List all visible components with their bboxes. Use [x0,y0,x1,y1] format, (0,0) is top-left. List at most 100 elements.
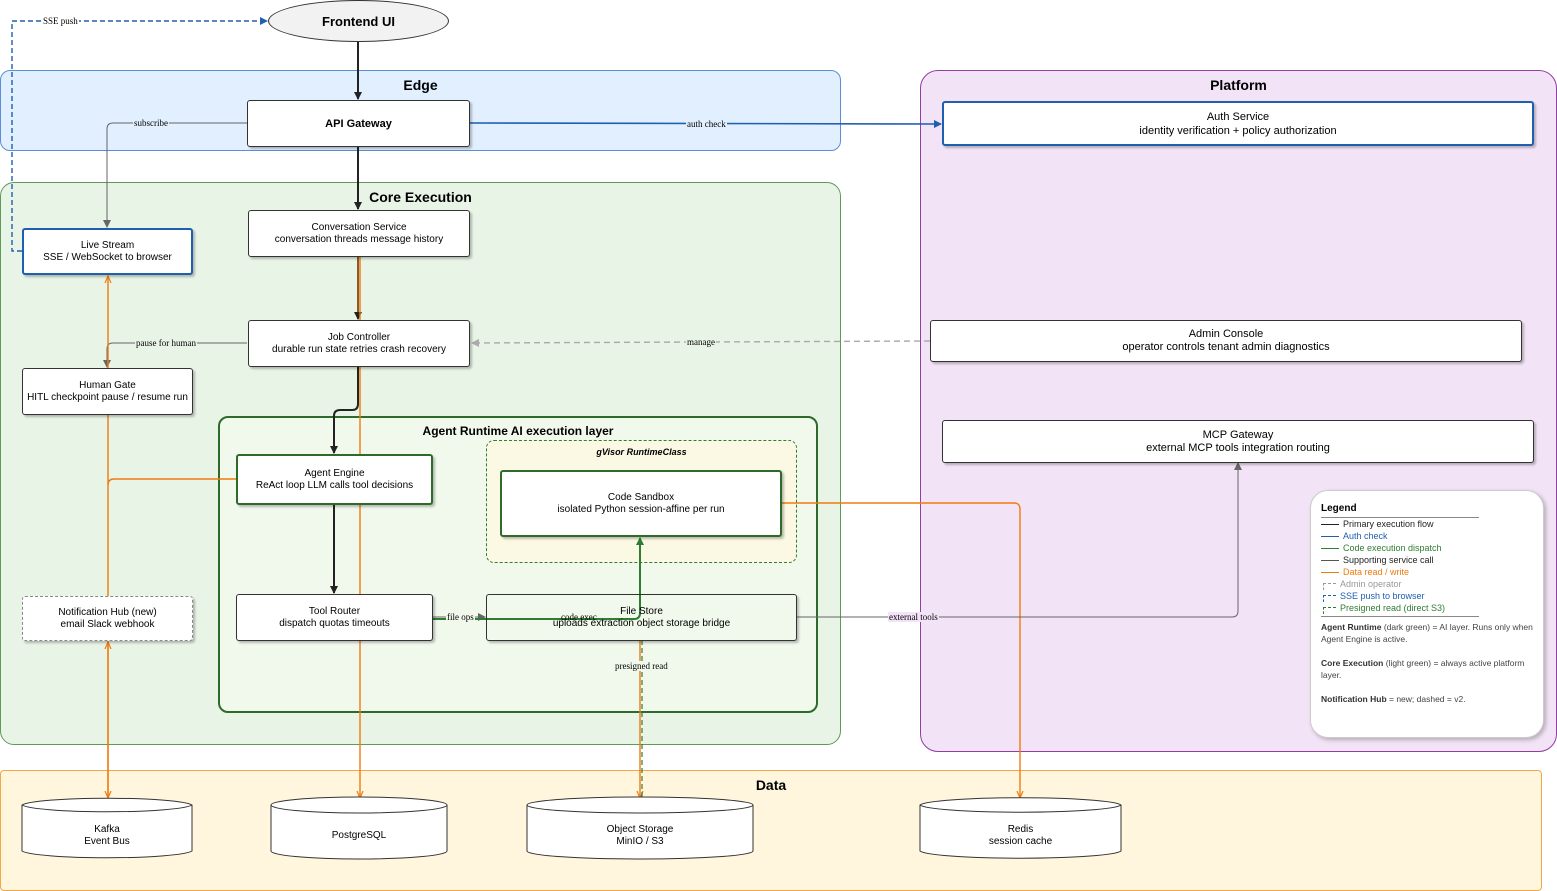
agent-engine-title: Agent Engine [304,467,365,479]
human-gate-title: Human Gate [79,379,136,391]
legend-divider-top [1321,517,1479,518]
legend-item-label: Presigned read (direct S3) [1340,603,1446,613]
legend-notes: Agent Runtime (dark green) = AI layer. R… [1321,621,1533,705]
legend-note-bold: Agent Runtime [1321,622,1382,632]
legend-note-text: (dark green) = AI layer. Runs only when … [1321,622,1533,644]
frontend-ui-node[interactable]: Frontend UI [268,0,449,42]
legend-item: Supporting service call [1321,554,1533,566]
legend-note: Core Execution (light green) = always ac… [1321,657,1533,681]
file-store-title: File Store [620,605,663,617]
edge-code-exec [433,537,644,620]
legend-note-text: (light green) = always active platform l… [1321,658,1525,680]
live-stream-node[interactable]: Live Stream SSE / WebSocket to browser [22,228,193,275]
file-store-node[interactable]: File Store uploads extraction object sto… [486,594,797,641]
core-execution-group-title: Core Execution [369,189,472,205]
legend-item: Auth check [1321,530,1533,542]
legend-item: Admin operator [1321,578,1533,590]
conversation-service-node[interactable]: Conversation Service conversation thread… [248,210,470,257]
auth-service-subtitle: identity verification + policy authoriza… [1139,124,1337,137]
tool-router-node[interactable]: Tool Router dispatch quotas timeouts [236,594,433,641]
gvisor-group-title: gVisor RuntimeClass [596,447,687,457]
legend-title: Legend [1321,503,1357,514]
legend-swatch [1321,523,1339,525]
legend-note-text: = new; dashed = v2. [1386,694,1466,704]
agent-runtime-group-title: Agent Runtime AI execution layer [422,424,614,438]
notification-hub-node[interactable]: Notification Hub (new) email Slack webho… [22,596,193,641]
edge-group-title: Edge [403,77,438,93]
mcp-gateway-node[interactable]: MCP Gateway external MCP tools integrati… [942,420,1534,463]
edge-label-external-tools: external tools [888,612,939,622]
human-gate-node[interactable]: Human Gate HITL checkpoint pause / resum… [22,368,193,415]
redis-subtitle: session cache [988,836,1053,847]
postgres-title: PostgreSQL [331,830,387,841]
legend-note: Notification Hub = new; dashed = v2. [1321,693,1533,705]
admin-console-subtitle: operator controls tenant admin diagnosti… [1122,341,1330,353]
job-controller-title: Job Controller [327,331,391,343]
edge-job-agent [330,366,359,454]
notification-hub-subtitle: email Slack webhook [60,618,155,630]
legend-swatch [1323,594,1336,602]
legend-swatch [1321,547,1339,549]
admin-console-title: Admin Console [1188,328,1264,340]
legend-item-label: Auth check [1343,531,1388,541]
object-storage-title: Object Storage [606,824,674,835]
mcp-gateway-title: MCP Gateway [1202,428,1274,441]
agent-engine-subtitle: ReAct loop LLM calls tool decisions [255,479,414,491]
tool-router-title: Tool Router [308,605,361,617]
redis-title: Redis [1007,824,1034,835]
legend-divider-bottom [1321,616,1479,617]
data-group-title: Data [755,777,787,793]
legend-item-label: Supporting service call [1343,555,1434,565]
legend-swatch [1321,559,1339,561]
legend-note: Agent Runtime (dark green) = AI layer. R… [1321,621,1533,645]
object-storage-label: Object Storage MinIO / S3 [526,824,754,848]
legend-swatch [1323,582,1336,590]
legend-item: Primary execution flow [1321,518,1533,530]
kafka-title: Kafka [94,824,120,835]
legend-note-bold: Core Execution [1321,658,1384,668]
conversation-service-subtitle: conversation threads message history [274,233,444,245]
code-sandbox-title: Code Sandbox [607,491,675,503]
legend-item-label: SSE push to browser [1340,591,1425,601]
mcp-gateway-subtitle: external MCP tools integration routing [1146,441,1330,454]
redis-cylinder[interactable] [919,796,1124,862]
live-stream-subtitle: SSE / WebSocket to browser [43,251,172,263]
object-storage-subtitle: MinIO / S3 [616,836,664,847]
api-gateway-title: API Gateway [325,117,392,130]
notification-hub-title: Notification Hub (new) [58,606,157,618]
kafka-label: Kafka Event Bus [21,824,193,848]
edge-label-code-exec: code exec [561,612,597,622]
kafka-subtitle: Event Bus [84,836,130,847]
data-group: Data [0,770,1542,891]
code-sandbox-node[interactable]: Code Sandbox isolated Python session-aff… [500,470,782,537]
human-gate-subtitle: HITL checkpoint pause / resume run [27,391,188,403]
edge-sse-push [11,17,268,252]
job-controller-node[interactable]: Job Controller durable run state retries… [248,320,470,367]
edge-subscribe [103,122,247,228]
postgres-cylinder[interactable] [270,796,450,862]
legend-item-label: Admin operator [1340,579,1402,589]
legend-swatch [1321,571,1339,573]
live-stream-title: Live Stream [80,239,135,251]
conversation-service-title: Conversation Service [311,221,407,233]
auth-service-node[interactable]: Auth Service identity verification + pol… [942,101,1534,146]
legend-item: SSE push to browser [1321,590,1533,602]
edge-label-subscribe: subscribe [133,118,169,128]
job-controller-subtitle: durable run state retries crash recovery [272,343,446,355]
object-storage-cylinder[interactable] [526,796,756,862]
tool-router-subtitle: dispatch quotas timeouts [279,617,390,629]
postgres-label: PostgreSQL [270,830,448,842]
legend-swatch [1321,535,1339,537]
frontend-ui-label: Frontend UI [322,13,395,29]
kafka-cylinder[interactable] [21,796,195,862]
legend-item-label: Data read / write [1343,567,1410,577]
edge-label-sse-push: SSE push [42,16,79,26]
admin-console-node[interactable]: Admin Console operator controls tenant a… [930,320,1522,362]
edge-external-tools [797,462,1242,618]
edge-label-auth-check: auth check [686,119,727,129]
api-gateway-node[interactable]: API Gateway [247,100,470,147]
agent-engine-node[interactable]: Agent Engine ReAct loop LLM calls tool d… [236,454,433,505]
